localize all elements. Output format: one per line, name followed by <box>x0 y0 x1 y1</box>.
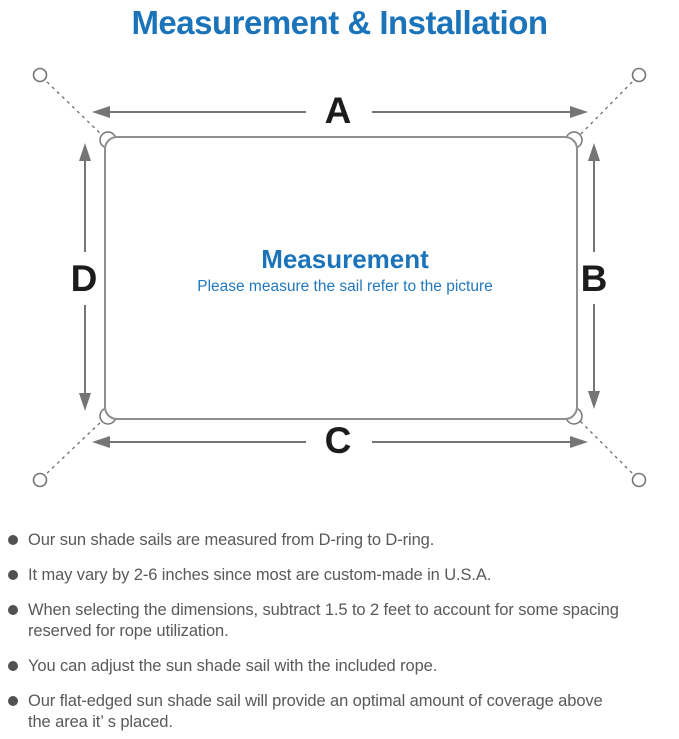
measurement-subtitle: Please measure the sail refer to the pic… <box>197 278 493 295</box>
notes-list: Our sun shade sails are measured from D-… <box>0 517 679 733</box>
note-text: You can adjust the sun shade sail with t… <box>28 657 438 675</box>
sail-outline <box>104 136 578 420</box>
rope-top-left <box>41 76 106 139</box>
anchor-points <box>32 67 647 488</box>
rope-bottom-right <box>576 417 638 479</box>
dimension-arrow-top: A <box>92 90 588 131</box>
list-item: When selecting the dimensions, subtract … <box>8 600 671 642</box>
dimension-label-b: B <box>581 258 608 299</box>
arrowhead-down-icon <box>79 393 91 411</box>
arrowhead-up-icon <box>588 143 600 161</box>
measurement-heading: Measurement <box>261 244 429 274</box>
dimension-label-a: A <box>325 90 352 131</box>
page-title: Measurement & Installation <box>131 4 548 41</box>
note-text: It may vary by 2-6 inches since most are… <box>28 566 492 584</box>
arrowhead-down-icon <box>588 391 600 409</box>
note-text: Our flat-edged sun shade sail will provi… <box>28 692 603 731</box>
arrowhead-right-icon <box>570 106 588 118</box>
list-item: You can adjust the sun shade sail with t… <box>8 656 671 677</box>
anchor-ring-icon <box>32 67 48 83</box>
arrowhead-left-icon <box>92 436 110 448</box>
measurement-diagram: A C D B Measurement Pl <box>32 67 647 488</box>
bullet-icon <box>8 570 18 580</box>
anchor-ropes <box>41 76 638 479</box>
anchor-ring-icon <box>631 472 647 488</box>
rope-bottom-left <box>41 417 106 479</box>
rope-top-right <box>576 76 638 139</box>
note-text: When selecting the dimensions, subtract … <box>28 601 619 640</box>
anchor-ring-icon <box>631 67 647 83</box>
bullet-icon <box>8 535 18 545</box>
arrowhead-right-icon <box>570 436 588 448</box>
arrowhead-up-icon <box>79 143 91 161</box>
dimension-label-d: D <box>71 258 98 299</box>
bullet-icon <box>8 605 18 615</box>
note-text: Our sun shade sails are measured from D-… <box>28 531 435 549</box>
dimension-arrow-right: B <box>581 143 608 409</box>
dimension-arrow-bottom: C <box>92 420 588 461</box>
bullet-icon <box>8 661 18 671</box>
list-item: Our sun shade sails are measured from D-… <box>8 530 671 551</box>
list-item: It may vary by 2-6 inches since most are… <box>8 565 671 586</box>
bullet-icon <box>8 696 18 706</box>
list-item: Our flat-edged sun shade sail will provi… <box>8 691 671 733</box>
dimension-arrow-left: D <box>71 143 98 411</box>
anchor-ring-icon <box>32 472 48 488</box>
sail-center-caption: Measurement Please measure the sail refe… <box>197 244 493 295</box>
arrowhead-left-icon <box>92 106 110 118</box>
dimension-label-c: C <box>325 420 352 461</box>
